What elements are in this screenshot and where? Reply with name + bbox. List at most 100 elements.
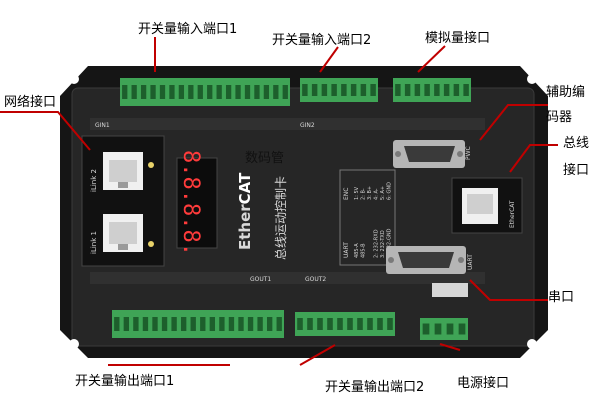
network-panel: iLink 2 iLink 1 — [81, 135, 165, 267]
terminal-screw — [370, 84, 376, 96]
terminal-body — [393, 78, 471, 102]
seven-segment-display: 8.8.8.8. — [176, 150, 218, 256]
pinout-cell: 6: GND — [387, 182, 393, 200]
pointer-do2 — [299, 344, 336, 366]
svg-text:EtherCAT: EtherCAT — [236, 172, 254, 250]
terminal-screw — [463, 84, 469, 96]
pinout-cell: 485-B — [361, 243, 367, 258]
pointer-serial — [469, 279, 548, 301]
terminal-screw — [180, 317, 187, 331]
pointer-network — [0, 111, 91, 151]
terminal-body — [300, 78, 378, 102]
terminal-screw — [216, 85, 222, 99]
label-gin2: GIN2 — [300, 122, 315, 129]
terminal-screw — [266, 317, 273, 331]
pointer-power — [439, 343, 461, 351]
controller-name: 总线运动控制卡 — [274, 176, 288, 260]
terminal-screw — [453, 84, 460, 96]
label-gout1: GOUT1 — [250, 276, 271, 283]
pinout-cell: 3: B+ — [367, 186, 373, 200]
label-gin1: GIN1 — [95, 122, 110, 129]
terminal-screw — [321, 84, 328, 96]
terminal-screw — [178, 85, 185, 99]
terminal-screw — [302, 84, 308, 96]
terminal-block-do1 — [112, 310, 284, 338]
terminal-screw — [247, 317, 254, 331]
terminal-screw — [311, 84, 318, 96]
terminal-body — [120, 78, 290, 106]
led-strip — [432, 283, 468, 297]
terminal-screw — [238, 317, 244, 331]
terminal-block-do2 — [295, 312, 395, 336]
db9-encoder-port[interactable] — [393, 140, 465, 168]
terminal-screw — [360, 84, 367, 96]
terminal-screw — [140, 85, 147, 99]
callout-di1: 开关量输入端口1 — [138, 22, 238, 37]
terminal-screw — [458, 323, 466, 335]
brand-suffix: CAT — [236, 172, 254, 204]
terminal-screw — [395, 84, 401, 96]
callout-serial: 串口 — [548, 290, 575, 305]
callout-encoder-line2: 码器 — [546, 110, 573, 125]
pinout-cell: 3: 232-TXD — [380, 230, 386, 258]
segment-digits: 8.8.8.8. — [178, 150, 203, 256]
terminal-screw — [114, 317, 120, 331]
terminal-screw — [263, 85, 270, 99]
terminal-screw — [197, 85, 203, 99]
pinout-cell: 4: A- — [374, 188, 380, 200]
terminal-body — [112, 310, 284, 338]
terminal-screw — [254, 85, 260, 99]
terminal-screw — [317, 318, 323, 330]
pinout-cell: 5: 232-GND — [387, 228, 393, 258]
pointer-di2 — [319, 46, 339, 73]
terminal-screw — [228, 317, 235, 331]
pinout-cell: 2: 232-RXD — [374, 229, 380, 258]
callout-di2: 开关量输入端口2 — [272, 33, 372, 48]
callout-bus-line1: 总线 — [563, 136, 590, 151]
terminal-block-analog — [393, 78, 471, 102]
callout-power: 电源接口 — [457, 376, 510, 391]
pointer-bus — [509, 144, 558, 173]
pointer-analog — [417, 45, 446, 73]
terminal-screw — [209, 317, 216, 331]
db9-serial-port[interactable] — [386, 246, 466, 274]
terminal-screw — [446, 323, 454, 335]
callout-network: 网络接口 — [4, 95, 57, 110]
pinout-cell: 485-A — [354, 243, 360, 258]
brand-area: EtherCAT 总线运动控制卡 — [236, 172, 288, 260]
status-led — [148, 241, 154, 247]
terminal-screw — [443, 84, 450, 96]
terminal-screw — [347, 318, 353, 330]
label-gout2: GOUT2 — [305, 276, 326, 283]
terminal-screw — [273, 85, 279, 99]
mount-hole — [527, 74, 537, 84]
pinout-header-left: UART — [343, 242, 350, 258]
terminal-screw — [188, 85, 194, 99]
port-label-ethercat: EtherCAT — [509, 200, 516, 228]
terminal-screw — [171, 317, 177, 331]
callout-do2: 开关量输出端口2 — [325, 380, 425, 395]
terminal-screw — [207, 85, 213, 99]
terminal-screw — [161, 317, 168, 331]
label-uart: UART — [467, 254, 474, 270]
terminal-screw — [133, 317, 139, 331]
pointer-encoder — [479, 104, 548, 141]
terminal-screw — [434, 84, 440, 96]
terminal-screw — [297, 318, 303, 330]
ethercat-bus-port[interactable]: EtherCAT — [451, 177, 523, 234]
terminal-screw — [159, 85, 166, 99]
terminal-screw — [257, 317, 263, 331]
terminal-screw — [327, 318, 333, 330]
pinout-header-right: ENC — [343, 188, 350, 200]
terminal-screw — [219, 317, 225, 331]
terminal-screw — [337, 318, 343, 330]
terminal-screw — [282, 85, 288, 99]
terminal-screw — [276, 317, 282, 331]
terminal-screw — [331, 84, 337, 96]
status-led — [148, 162, 154, 168]
terminal-screw — [150, 85, 156, 99]
callout-lines — [0, 37, 558, 366]
